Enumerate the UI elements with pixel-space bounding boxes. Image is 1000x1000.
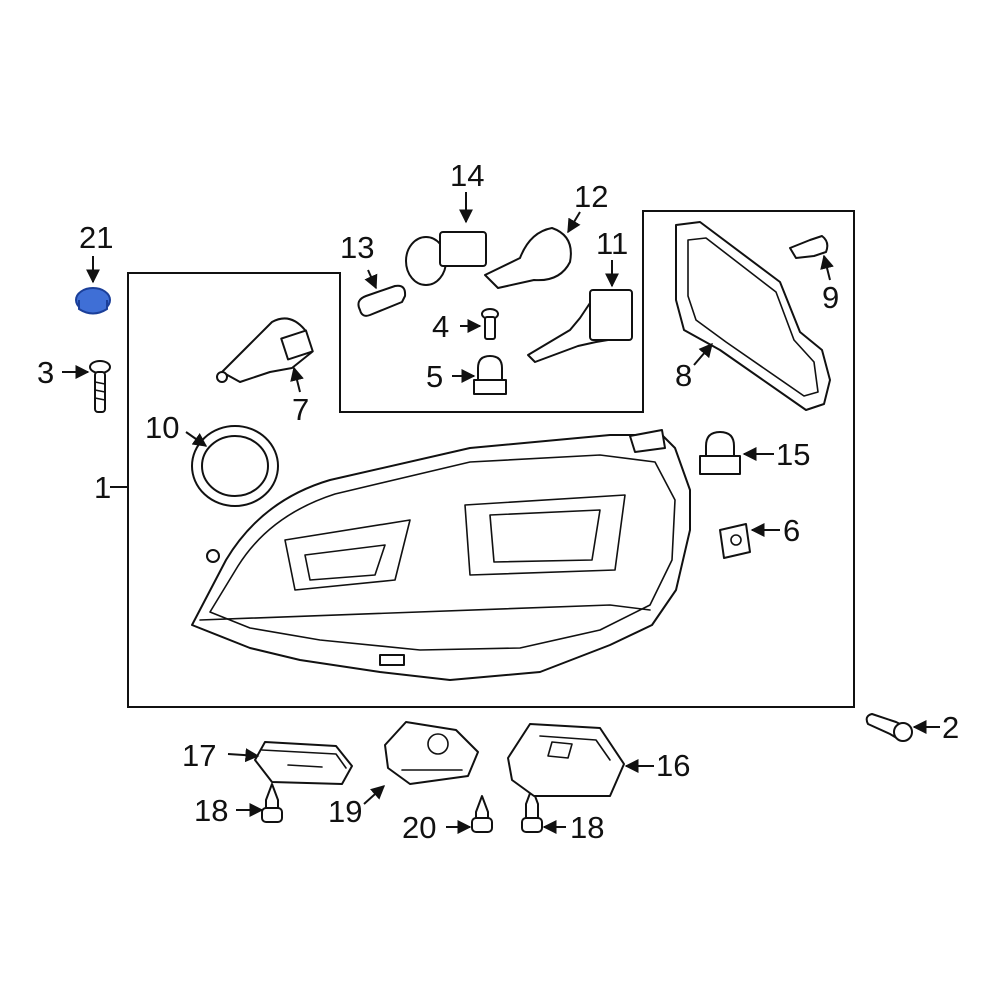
callout-12: 12 [574, 179, 608, 214]
part-17-ballast[interactable] [254, 741, 353, 785]
part-1-headlamp-assembly[interactable] [191, 429, 691, 681]
callout-labels: 21 3 1 4 5 7 10 8 9 11 12 13 14 15 6 2 1… [37, 158, 959, 845]
callout-14: 14 [450, 158, 484, 193]
part-14-bulb[interactable] [405, 231, 487, 286]
assembly-frame [127, 210, 855, 708]
part-11-hid-bulb[interactable] [527, 289, 633, 363]
callout-17: 17 [182, 738, 216, 773]
part-8-gasket[interactable] [675, 221, 831, 411]
part-9-screw[interactable] [789, 235, 829, 259]
callout-3: 3 [37, 355, 54, 390]
callout-9: 9 [822, 280, 839, 315]
callout-21: 21 [79, 220, 113, 255]
callout-10: 10 [145, 410, 179, 445]
callout-15: 15 [776, 437, 810, 472]
part-21-cap[interactable] [75, 287, 111, 315]
part-18-screw-left[interactable] [261, 783, 283, 823]
part-13-bulb[interactable] [357, 284, 407, 317]
callout-8: 8 [675, 358, 692, 393]
part-15-clip-nut[interactable] [699, 431, 741, 475]
part-12-bulb[interactable] [484, 227, 572, 289]
part-10-seal-ring[interactable] [191, 425, 279, 507]
callout-7: 7 [292, 392, 309, 427]
part-7-bulb-socket[interactable] [216, 317, 314, 383]
callout-20: 20 [402, 810, 436, 845]
callout-4: 4 [432, 309, 449, 344]
callout-18-right: 18 [570, 810, 604, 845]
part-20-screw[interactable] [471, 795, 493, 833]
callout-13: 13 [340, 230, 374, 265]
callout-18-left: 18 [194, 793, 228, 828]
part-5-clip-nut[interactable] [473, 355, 507, 395]
part-3-bolt[interactable] [89, 360, 111, 413]
callout-5: 5 [426, 359, 443, 394]
part-16-control-unit[interactable] [507, 723, 625, 797]
callout-19: 19 [328, 794, 362, 829]
callout-11: 11 [596, 226, 628, 261]
callout-2: 2 [942, 710, 959, 745]
part-4-screw[interactable] [481, 308, 499, 340]
callout-16: 16 [656, 748, 690, 783]
part-6-clip[interactable] [719, 523, 751, 559]
callout-6: 6 [783, 513, 800, 548]
callout-1: 1 [94, 470, 111, 505]
part-19-igniter[interactable] [384, 721, 479, 785]
leader-lines [62, 192, 940, 834]
part-2-bolt[interactable] [865, 713, 913, 742]
